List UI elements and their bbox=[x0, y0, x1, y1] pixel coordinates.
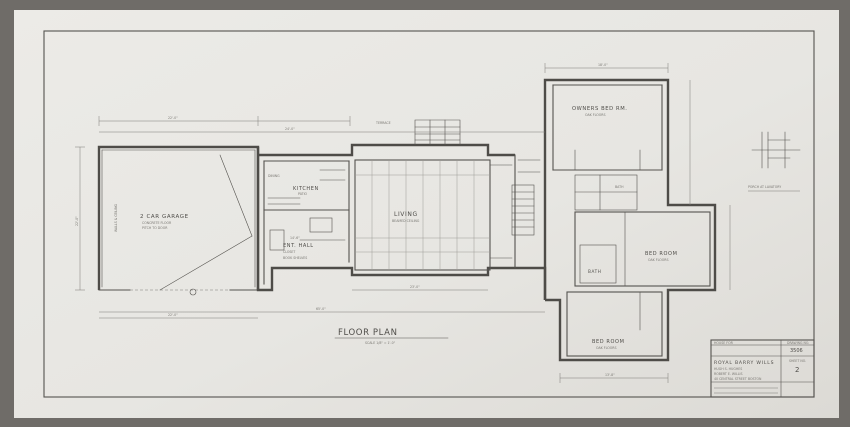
svg-text:CONCRETE FLOOR: CONCRETE FLOOR bbox=[142, 221, 172, 225]
dim-bedroom-bottom: 13'-8" bbox=[605, 373, 615, 377]
drawing-title: FLOOR PLAN SCALE 1/8" = 1'-0" bbox=[334, 328, 449, 345]
main-house: KITCHEN ENT. HALL CLOSET BOOK SHELVES 14… bbox=[256, 119, 547, 300]
paper bbox=[14, 10, 839, 418]
sheet-no-label: SHEET NO. bbox=[789, 359, 806, 363]
architect-line-1: HUGH S. HUGHES bbox=[714, 367, 742, 371]
svg-text:CLOSET: CLOSET bbox=[283, 250, 295, 254]
svg-text:HOUSE FOR: HOUSE FOR bbox=[714, 341, 734, 345]
kitchen-label: KITCHEN bbox=[293, 186, 319, 192]
bed-room-1-label: BED ROOM bbox=[645, 251, 678, 257]
dim-living-bottom: 23'-0" bbox=[410, 285, 420, 289]
svg-text:OAK FLOORS: OAK FLOORS bbox=[648, 258, 669, 262]
garage-label: 2 CAR GARAGE bbox=[140, 214, 189, 220]
sheet-no: 2 bbox=[795, 366, 799, 374]
scale-note: SCALE 1/8" = 1'-0" bbox=[365, 341, 396, 345]
architect-name: ROYAL BARRY WILLS bbox=[714, 360, 774, 366]
side-detail-label: PORCH AT LAVATORY bbox=[748, 185, 781, 189]
svg-text:DINING: DINING bbox=[268, 174, 280, 178]
dim-top-1: 22'-0" bbox=[168, 116, 178, 120]
dim-bottom-overall: 65'-0" bbox=[316, 307, 326, 311]
bedroom-wing: OWNERS BED RM. OAK FLOORS BATH BED ROOM … bbox=[543, 78, 717, 362]
dim-top-2: 24'-0" bbox=[285, 127, 295, 131]
svg-text:BOOK SHELVES: BOOK SHELVES bbox=[283, 256, 307, 260]
entry-label: ENT. HALL bbox=[283, 243, 314, 249]
dim-garage-side: 22'-0" bbox=[75, 216, 79, 226]
drawing-no: 3506 bbox=[790, 348, 803, 354]
sheet-border bbox=[43, 30, 815, 398]
drawing-no-label: DRAWING NO. bbox=[787, 341, 809, 345]
terrace-label: TERRACE bbox=[375, 121, 391, 125]
svg-text:PATIO: PATIO bbox=[298, 192, 308, 196]
kitchen-dimension: 14'-6" bbox=[290, 236, 300, 240]
owners-bed-label: OWNERS BED RM. bbox=[572, 106, 628, 112]
svg-text:WALLS & CEILING: WALLS & CEILING bbox=[114, 203, 118, 232]
dim-owners-top: 18'-0" bbox=[598, 63, 608, 67]
side-detail: PORCH AT LAVATORY bbox=[748, 131, 801, 192]
architect-line-2: ROBERT E. WILLIS bbox=[714, 372, 743, 376]
living-label: LIVING bbox=[394, 211, 418, 218]
svg-text:BEAMED CEILING: BEAMED CEILING bbox=[392, 219, 420, 223]
floor-plan-title: FLOOR PLAN bbox=[338, 328, 398, 338]
bath-label: BATH bbox=[588, 269, 602, 274]
bed-room-2-label: BED ROOM bbox=[592, 339, 625, 345]
dim-garage-bottom: 22'-0" bbox=[168, 313, 178, 317]
dimension-lines: 22'-0" 24'-0" 18'-0" 65'-0" 22'-0" 23'-0… bbox=[75, 63, 731, 383]
svg-text:PITCH TO DOOR: PITCH TO DOOR bbox=[142, 226, 168, 230]
architect-address: 40 CENTRAL STREET BOSTON bbox=[714, 377, 762, 381]
svg-text:OAK FLOORS: OAK FLOORS bbox=[596, 346, 617, 350]
svg-text:OAK FLOORS: OAK FLOORS bbox=[585, 113, 606, 117]
svg-text:BATH: BATH bbox=[615, 185, 624, 189]
title-block: HOUSE FOR DRAWING NO. 3506 SHEET NO. 2 R… bbox=[710, 339, 815, 398]
